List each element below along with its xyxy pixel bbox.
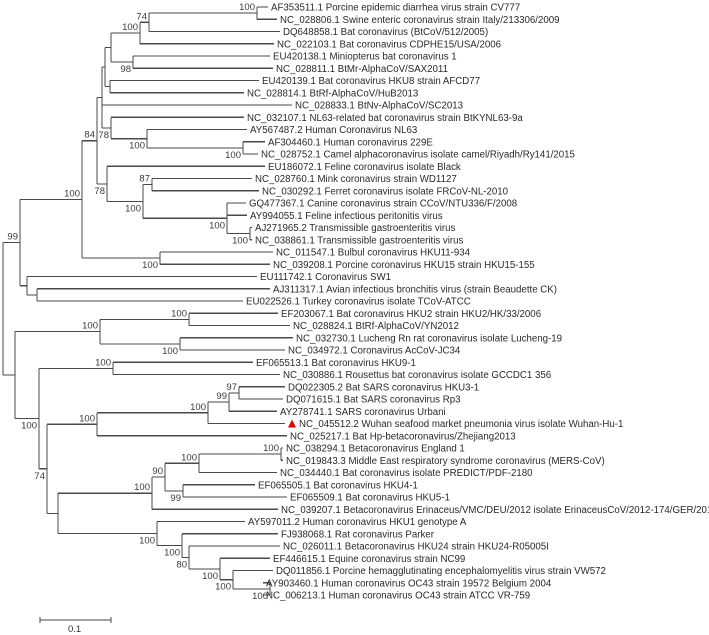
taxon-label: EF203067.1 Bat coronavirus HKU2 strain H… bbox=[281, 309, 541, 320]
bootstrap-value: 100 bbox=[64, 188, 80, 199]
taxon-label: EU420139.1 Bat coronavirus HKU8 strain A… bbox=[262, 76, 480, 87]
bootstrap-value: 100 bbox=[142, 260, 158, 271]
taxon-label: NC_028806.1 Swine enteric coronavirus st… bbox=[280, 15, 560, 26]
taxon-label: EF065509.1 Bat coronavirus HKU5-1 bbox=[290, 493, 450, 504]
bootstrap-value: 84 bbox=[84, 130, 95, 141]
bootstrap-value: 100 bbox=[129, 141, 145, 152]
taxon-label: NC_028814.1 BtRf-AlphaCoV/HuB2013 bbox=[247, 88, 418, 99]
taxon-label: NC_039208.1 Porcine coronavirus HKU15 st… bbox=[273, 260, 535, 271]
taxon-label: EF446615.1 Equine coronavirus strain NC9… bbox=[273, 554, 465, 565]
bootstrap-value: 100 bbox=[171, 308, 187, 319]
bootstrap-value: 100 bbox=[162, 346, 178, 357]
bootstrap-values: 9910084100741009878100100781008710010010… bbox=[7, 2, 279, 602]
bootstrap-value: 99 bbox=[7, 232, 18, 243]
bootstrap-value: 100 bbox=[122, 22, 138, 33]
bootstrap-value: 98 bbox=[120, 64, 131, 75]
bootstrap-value: 100 bbox=[190, 402, 206, 413]
bootstrap-value: 78 bbox=[94, 186, 105, 197]
taxon-label: EU420138.1 Miniopterus bat coronavirus 1 bbox=[273, 52, 457, 63]
bootstrap-value: 100 bbox=[225, 150, 241, 161]
taxon-label: AY567487.2 Human Coronavirus NL63 bbox=[250, 125, 417, 136]
taxon-label: NC_028752.1 Camel alphacoronavirus isola… bbox=[261, 150, 575, 161]
bootstrap-value: 100 bbox=[21, 421, 37, 432]
red-triangle-icon bbox=[288, 419, 296, 428]
taxon-label: NC_034972.1 Coronavirus AcCoV-JC34 bbox=[288, 346, 461, 357]
taxon-label: EF065505.1 Bat coronavirus HKU4-1 bbox=[258, 480, 418, 491]
taxon-label: NC_028760.1 Mink coronavirus strain WD11… bbox=[255, 174, 457, 185]
taxon-label: NC_032730.1 Lucheng Rn rat coronavirus i… bbox=[296, 333, 562, 344]
taxon-label: NC_026011.1 Betacoronavirus HKU24 strain… bbox=[283, 542, 549, 553]
taxon-label: AY903460.1 Human coronavirus OC43 strain… bbox=[266, 578, 552, 589]
taxon-label: NC_019843.3 Middle East respiratory synd… bbox=[286, 456, 605, 467]
taxon-label: NC_038861.1 Transmissible gastroenteriti… bbox=[255, 235, 464, 246]
bootstrap-value: 80 bbox=[176, 559, 187, 570]
taxon-label: EU022526.1 Turkey coronavirus isolate TC… bbox=[246, 297, 471, 308]
taxon-label: DQ011856.1 Porcine hemagglutinating ence… bbox=[276, 566, 606, 577]
bootstrap-value: 100 bbox=[263, 443, 279, 454]
taxon-labels: AF353511.1 Porcine epidemic diarrhea vir… bbox=[246, 3, 709, 602]
taxon-label: NC_030886.1 Rousettus bat coronavirus is… bbox=[283, 370, 551, 381]
bootstrap-value: 100 bbox=[202, 571, 218, 582]
bootstrap-value: 100 bbox=[181, 452, 197, 463]
taxon-label: GQ477367.1 Canine coronavirus strain CCo… bbox=[249, 199, 517, 210]
taxon-label: DQ022305.2 Bat SARS coronavirus HKU3-1 bbox=[288, 382, 479, 393]
tree-branches bbox=[2, 6, 293, 596]
taxon-label: NC_045512.2 Wuhan seafood market pneumon… bbox=[299, 419, 623, 430]
bootstrap-value: 78 bbox=[98, 130, 109, 141]
taxon-label: EU111742.1 Coronavirus SW1 bbox=[260, 272, 391, 283]
taxon-label: AJ311317.1 Avian infectious bronchitis v… bbox=[273, 284, 557, 295]
bootstrap-value: 100 bbox=[139, 536, 155, 547]
taxon-label: EF065513.1 Bat coronavirus HKU9-1 bbox=[256, 358, 416, 369]
taxon-label: NC_032107.1 NL63-related bat coronavirus… bbox=[247, 113, 523, 124]
taxon-label: DQ071615.1 Bat SARS coronavirus Rp3 bbox=[286, 395, 460, 406]
taxon-label: AF304460.1 Human coronavirus 229E bbox=[268, 137, 433, 148]
taxon-label: NC_034440.1 Bat coronavirus isolate PRED… bbox=[280, 468, 533, 479]
bootstrap-value: 100 bbox=[82, 321, 98, 332]
bootstrap-value: 100 bbox=[209, 220, 225, 231]
bootstrap-value: 74 bbox=[34, 471, 45, 482]
taxon-label: EU186072.1 Feline coronavirus isolate Bl… bbox=[268, 162, 461, 173]
taxon-label: NC_006213.1 Human coronavirus OC43 strai… bbox=[266, 591, 530, 602]
scale-bar-label: 0.1 bbox=[68, 624, 81, 635]
bootstrap-value: 100 bbox=[125, 203, 141, 214]
bootstrap-value: 100 bbox=[239, 2, 255, 13]
bootstrap-value: 100 bbox=[252, 591, 268, 602]
taxon-label: NC_022103.1 Bat coronavirus CDPHE15/USA/… bbox=[277, 39, 501, 50]
taxon-label: NC_038294.1 Betacoronavirus England 1 bbox=[286, 444, 465, 455]
bootstrap-value: 87 bbox=[139, 174, 150, 185]
taxon-label: NC_028824.1 BtRf-AlphaCoV/YN2012 bbox=[293, 321, 459, 332]
taxon-label: NC_025217.1 Bat Hp-betacoronavirus/Zheji… bbox=[290, 431, 516, 442]
taxon-label: AY597011.2 Human coronavirus HKU1 genoty… bbox=[248, 517, 467, 528]
bootstrap-value: 99 bbox=[216, 391, 227, 402]
bootstrap-value: 100 bbox=[79, 413, 95, 424]
taxon-label: NC_028811.1 BtMr-AlphaCoV/SAX2011 bbox=[276, 64, 448, 75]
bootstrap-value: 100 bbox=[215, 582, 231, 593]
bootstrap-value: 97 bbox=[226, 382, 237, 393]
taxon-label: NC_011547.1 Bulbul coronavirus HKU11-934 bbox=[276, 248, 471, 259]
bootstrap-value: 90 bbox=[152, 466, 163, 477]
bootstrap-value: 100 bbox=[95, 357, 111, 368]
taxon-label: AY994055.1 Feline infectious peritonitis… bbox=[250, 211, 443, 222]
bootstrap-value: 100 bbox=[134, 482, 150, 493]
taxon-label: NC_028833.1 BtNv-AlphaCoV/SC2013 bbox=[295, 101, 463, 112]
bootstrap-value: 74 bbox=[136, 11, 147, 22]
scale-bar: 0.1 bbox=[39, 617, 112, 635]
bootstrap-value: 99 bbox=[170, 493, 181, 504]
taxon-label: DQ648858.1 Bat coronavirus (BtCoV/512/20… bbox=[283, 27, 488, 38]
taxon-label: NC_030292.1 Ferret coronavirus isolate F… bbox=[262, 186, 509, 197]
taxon-label: AY278741.1 SARS coronavirus Urbani bbox=[280, 407, 446, 418]
taxon-label: FJ938068.1 Rat coronavirus Parker bbox=[281, 529, 435, 540]
bootstrap-value: 100 bbox=[164, 548, 180, 559]
bootstrap-value: 100 bbox=[232, 236, 248, 247]
taxon-label: AJ271965.2 Transmissible gastroenteritis… bbox=[255, 223, 455, 234]
taxon-label: AF353511.1 Porcine epidemic diarrhea vir… bbox=[271, 3, 520, 14]
taxon-label: NC_039207.1 Betacoronavirus Erinaceus/VM… bbox=[281, 505, 709, 516]
